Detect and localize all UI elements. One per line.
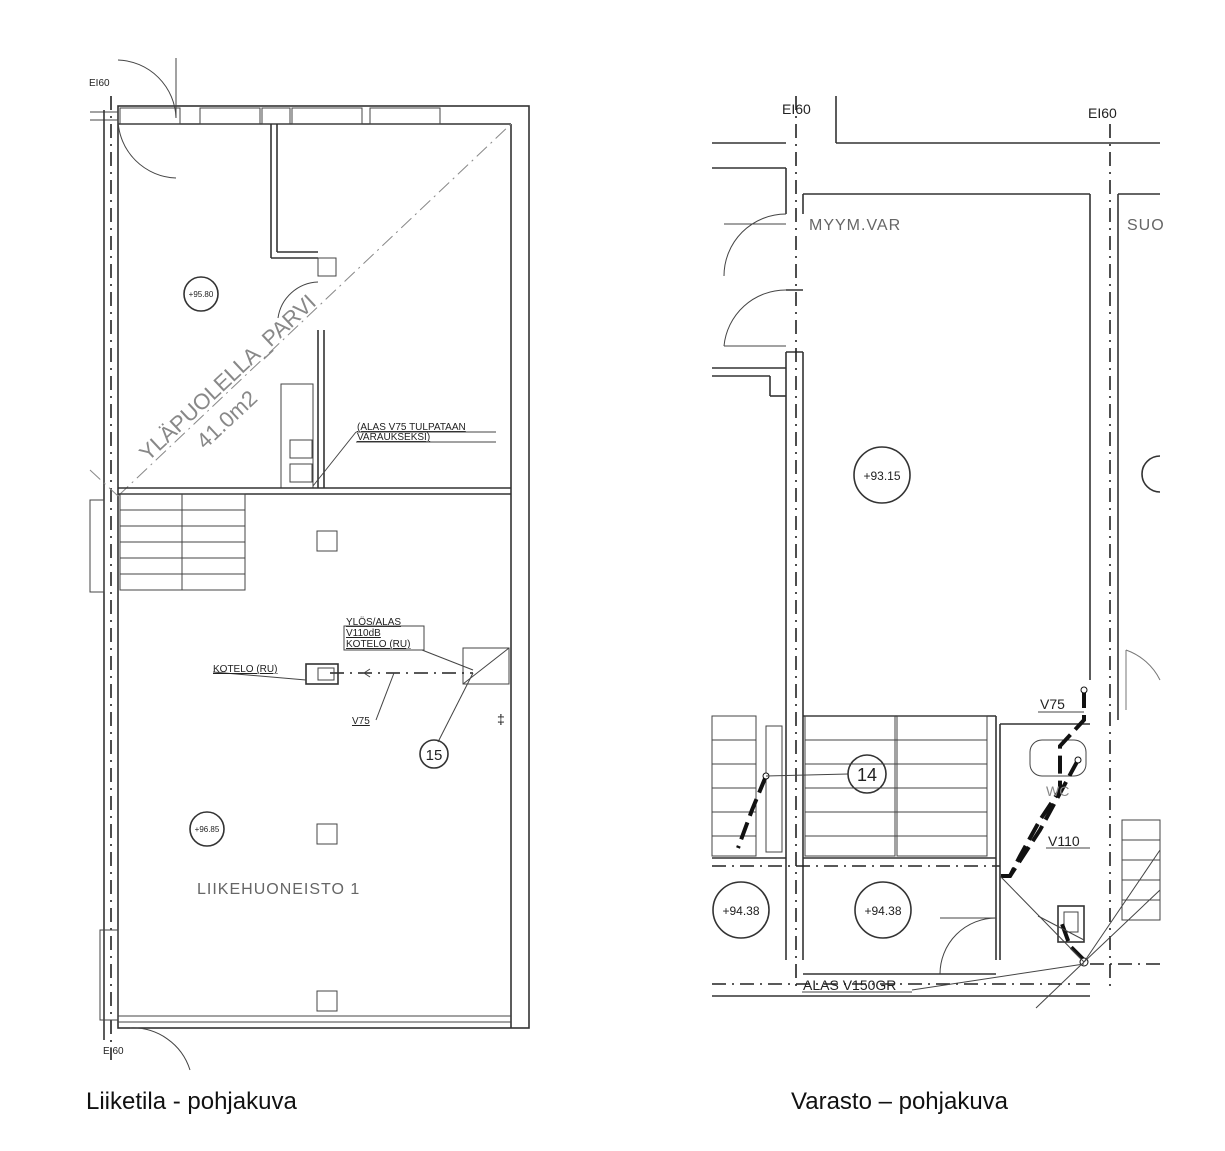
elevation-center-lower: +94.38 xyxy=(864,904,901,918)
kotelo-label: KOTELO (RU) xyxy=(213,664,277,675)
arrow-symbol: ‡ xyxy=(497,711,505,727)
left-fire-label-top: EI60 xyxy=(89,78,110,89)
note-riser-line2: V110dB xyxy=(346,628,381,639)
v110-label: V110 xyxy=(1048,833,1080,849)
right-stairs xyxy=(711,715,1161,921)
room-myym-var: MYYM.VAR xyxy=(809,217,901,234)
left-floor-plan: EI60 EI60 YLÄPUOLELLA_PARVI 41.0m2 +95.8… xyxy=(89,58,530,1071)
note-v75-line2: VARAUKSEKSI) xyxy=(357,432,430,443)
alas-label: ALAS V150GR xyxy=(803,977,896,993)
marker-14: 14 xyxy=(857,765,877,785)
v75-label-right: V75 xyxy=(1040,696,1065,712)
v75-label-left: V75 xyxy=(352,716,370,727)
room-liikehuoneisto: LIIKEHUONEISTO 1 xyxy=(197,881,360,898)
right-plan-caption: Varasto – pohjakuva xyxy=(791,1088,1009,1115)
elevation-myym: +93.15 xyxy=(863,469,900,483)
left-outer-wall xyxy=(117,105,530,1029)
note-riser-line3: KOTELO (RU) xyxy=(346,639,410,650)
elevation-left-lower: +94.38 xyxy=(722,904,759,918)
mezzanine-label: YLÄPUOLELLA_PARVI xyxy=(134,289,320,465)
pipe-drain xyxy=(1060,923,1086,962)
marker-15: 15 xyxy=(426,747,443,764)
elevation-lower: +96.85 xyxy=(195,825,220,834)
note-v75-line1: (ALAS V75 TULPATAAN xyxy=(357,422,466,433)
mezzanine-diagonal xyxy=(117,123,512,497)
pipe-stair xyxy=(736,775,768,849)
room-partial: SUO xyxy=(1127,217,1165,234)
left-plan-caption: Liiketila - pohjakuva xyxy=(86,1088,297,1115)
left-stairs xyxy=(119,493,246,591)
wc-label: WC xyxy=(1046,783,1069,799)
right-fire-label-2: EI60 xyxy=(1088,105,1117,121)
pipe-v110 xyxy=(1008,759,1080,878)
right-floor-plan: EI60 EI60 MYYM.VAR SUO +93.15 +94.38 +94… xyxy=(711,96,1165,1009)
left-fire-label-bottom: EI60 xyxy=(103,1046,124,1057)
note-riser-line1: YLÖS/ALAS xyxy=(346,616,401,628)
elevation-upper: +95.80 xyxy=(189,290,214,299)
right-fire-label-1: EI60 xyxy=(782,101,811,117)
